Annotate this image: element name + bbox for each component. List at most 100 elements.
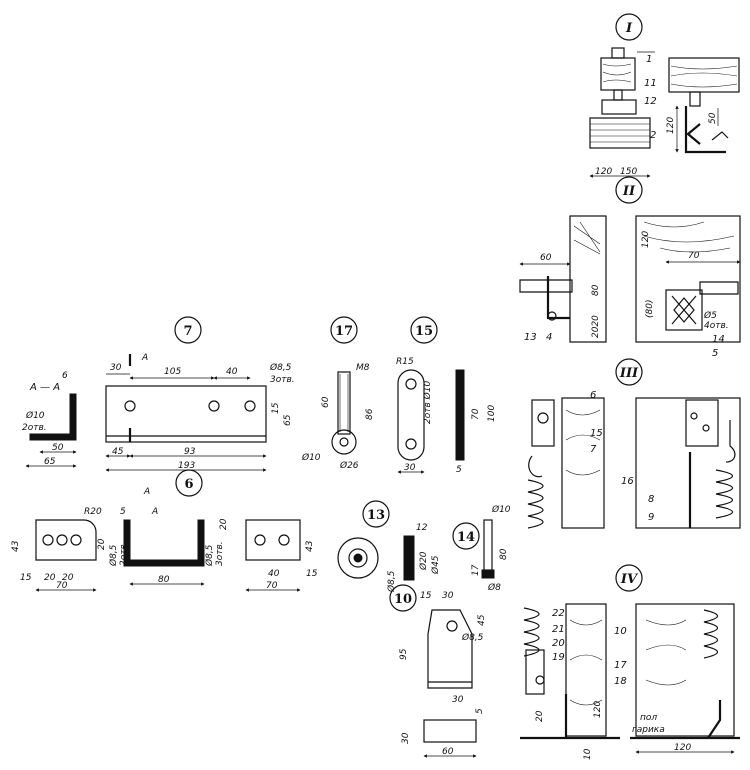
dim-7-30: 30: [110, 363, 122, 373]
bracket-III-left: [531, 399, 555, 447]
part-7-circle: [174, 316, 202, 344]
angle-bracket: [684, 106, 726, 154]
bolt-III-a: [537, 412, 549, 424]
post-IV-right-grain: [645, 619, 687, 686]
dim-15-r15: R15: [396, 357, 414, 367]
dim-15-30: 30: [404, 463, 416, 473]
tab-6-right: [245, 519, 301, 561]
dim-6-15: 15: [20, 573, 32, 583]
plate-7: [105, 385, 267, 443]
dim-II-80p: (80): [645, 300, 655, 318]
dim-13-12: 12: [416, 523, 428, 533]
part-6: 6 R20 43 15 20 20 20 70 5 А Ø8,5 2отв. 8…: [11, 469, 318, 592]
link-15-hole-b: [405, 438, 417, 450]
callout-20: 20: [552, 638, 565, 649]
part-15: 15 R15 2отв Ø10 70 100 30 5: [396, 316, 497, 475]
bearer-left: [519, 279, 573, 293]
callout-7: 7: [590, 444, 597, 455]
nut-plate: [601, 99, 637, 115]
view-III-label: III: [619, 366, 639, 381]
part-7: 7 А — А 6 Ø10 2отв. 50 65 А А 30 105 40 …: [22, 316, 295, 497]
post-III-right: [635, 397, 741, 529]
part-15-circle: [410, 316, 438, 344]
beam-side: [668, 57, 740, 93]
part-17: 17 М8 60 86 Ø10 Ø26: [301, 316, 375, 471]
dim-II-holes4: 4отв.: [704, 321, 729, 331]
dim-10-30b: 30: [452, 695, 464, 705]
plate-pattern: [671, 295, 697, 325]
dim-7-phi85: Ø8,5: [269, 362, 292, 373]
bracket-IV: [525, 649, 545, 695]
view-IV: IV 22 21 20 19 10 17 18 20 120 10 пол га…: [520, 564, 740, 760]
callout-17: 17: [614, 660, 627, 671]
dim-6-r20: R20: [84, 507, 102, 517]
plate-10-bottom: [423, 719, 477, 743]
part-10: 10 15 30 45 Ø8,5 95 30 5 30 60: [389, 584, 487, 758]
view-II-circle: [615, 176, 643, 204]
tab-6-hole-c: [70, 534, 82, 546]
dim-14-phi8: Ø8: [487, 582, 501, 593]
dim-6-phi85b: Ø8,5: [204, 544, 215, 567]
dim-10-5: 5: [475, 708, 485, 714]
part-13: 13 12 Ø20 Ø45 Ø8,5: [337, 500, 441, 593]
pin-14: [483, 519, 493, 571]
post-right: [635, 215, 741, 343]
callout-18: 18: [614, 676, 627, 687]
dim-17-phi26: Ø26: [339, 460, 359, 471]
hook-III-right: [725, 420, 736, 463]
dim-7-phi10: Ø10: [25, 410, 45, 421]
rod-17-thread: [339, 374, 349, 432]
dim-6-phi85a: Ø8,5: [108, 544, 119, 567]
dim-15-holes2: 2отв Ø10: [422, 381, 433, 424]
dim-7-holes2: 2отв.: [22, 423, 47, 433]
leg-IV-right: [707, 700, 722, 739]
washer-13-hole: [353, 553, 363, 563]
callout-21: 21: [552, 624, 565, 635]
post-left-grain: [573, 221, 601, 255]
dim-6-70: 70: [56, 581, 68, 591]
tab-6-right-hole-a: [254, 534, 266, 546]
dim-II-120: 120: [641, 231, 651, 248]
angle-section: [29, 393, 77, 441]
part-10-label: 10: [394, 592, 412, 607]
bracket-III-right: [685, 399, 719, 447]
dim-IV-10: 10: [583, 748, 593, 760]
part-10-circle: [389, 584, 417, 612]
part-7-label: 7: [183, 324, 192, 339]
dim-6-70b: 70: [266, 581, 278, 591]
part-17-label: 17: [335, 324, 353, 339]
dim-6-20c: 20: [97, 538, 107, 550]
spring-IV: [523, 607, 540, 657]
dim-6-20a: 20: [44, 573, 56, 583]
part-6-label: 6: [184, 477, 193, 492]
part-6-circle: [175, 469, 203, 497]
spring-III-right: [715, 469, 734, 519]
section-label: А — А: [29, 382, 60, 393]
dim-10-60: 60: [442, 747, 454, 757]
washer-13-side: [403, 535, 415, 581]
tab-6-hole-a: [42, 534, 54, 546]
dim-10-30: 30: [442, 591, 454, 601]
post-left: [569, 215, 607, 343]
dim-6-20d: 20: [219, 518, 229, 530]
post-IV-left-grain: [569, 619, 603, 706]
rod-17: [337, 371, 351, 435]
dim-6-43b: 43: [305, 540, 315, 552]
part-17-circle: [330, 316, 358, 344]
part-15-label: 15: [415, 324, 433, 339]
callout-6: 6: [590, 390, 596, 401]
dim-I-120h: 120: [595, 167, 612, 177]
part-14-label: 14: [457, 530, 475, 545]
plate-right: [665, 289, 703, 331]
cut-7-bottom: А: [143, 487, 150, 497]
callout-9: 9: [648, 512, 654, 523]
plate-10-hole: [446, 620, 458, 632]
callout-4: 4: [546, 332, 552, 343]
callout-5: 5: [712, 348, 718, 359]
dim-6-15b: 15: [306, 569, 318, 579]
disc-17: [331, 429, 357, 455]
dim-7-6: 6: [62, 371, 68, 381]
dim-II-80: 80: [591, 284, 601, 296]
bolt-head: [611, 47, 625, 59]
